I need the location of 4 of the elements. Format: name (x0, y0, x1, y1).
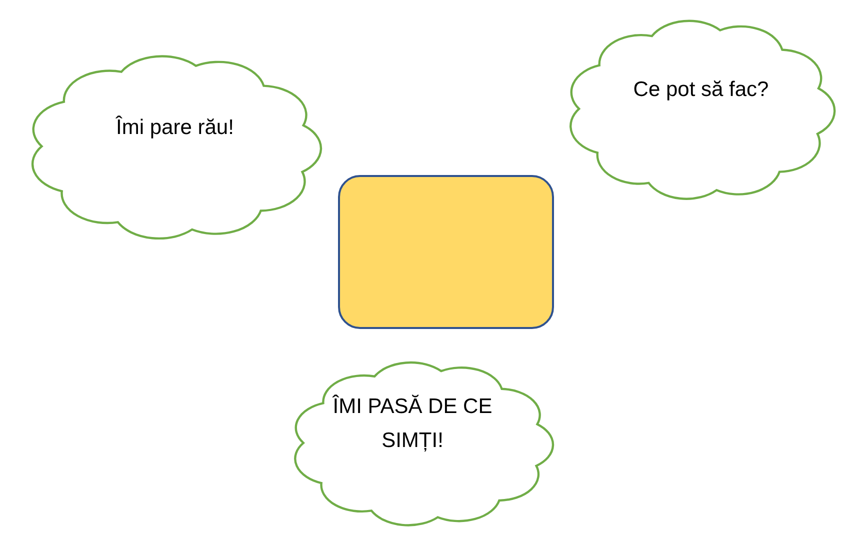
rounded-rectangle (338, 175, 554, 329)
cloud-text: Îmi pare rău! (116, 114, 234, 141)
cloud-text: Ce pot să fac? (633, 77, 769, 104)
cloud-text: ÎMI PASĂ DE CE SIMȚI! (331, 394, 494, 454)
